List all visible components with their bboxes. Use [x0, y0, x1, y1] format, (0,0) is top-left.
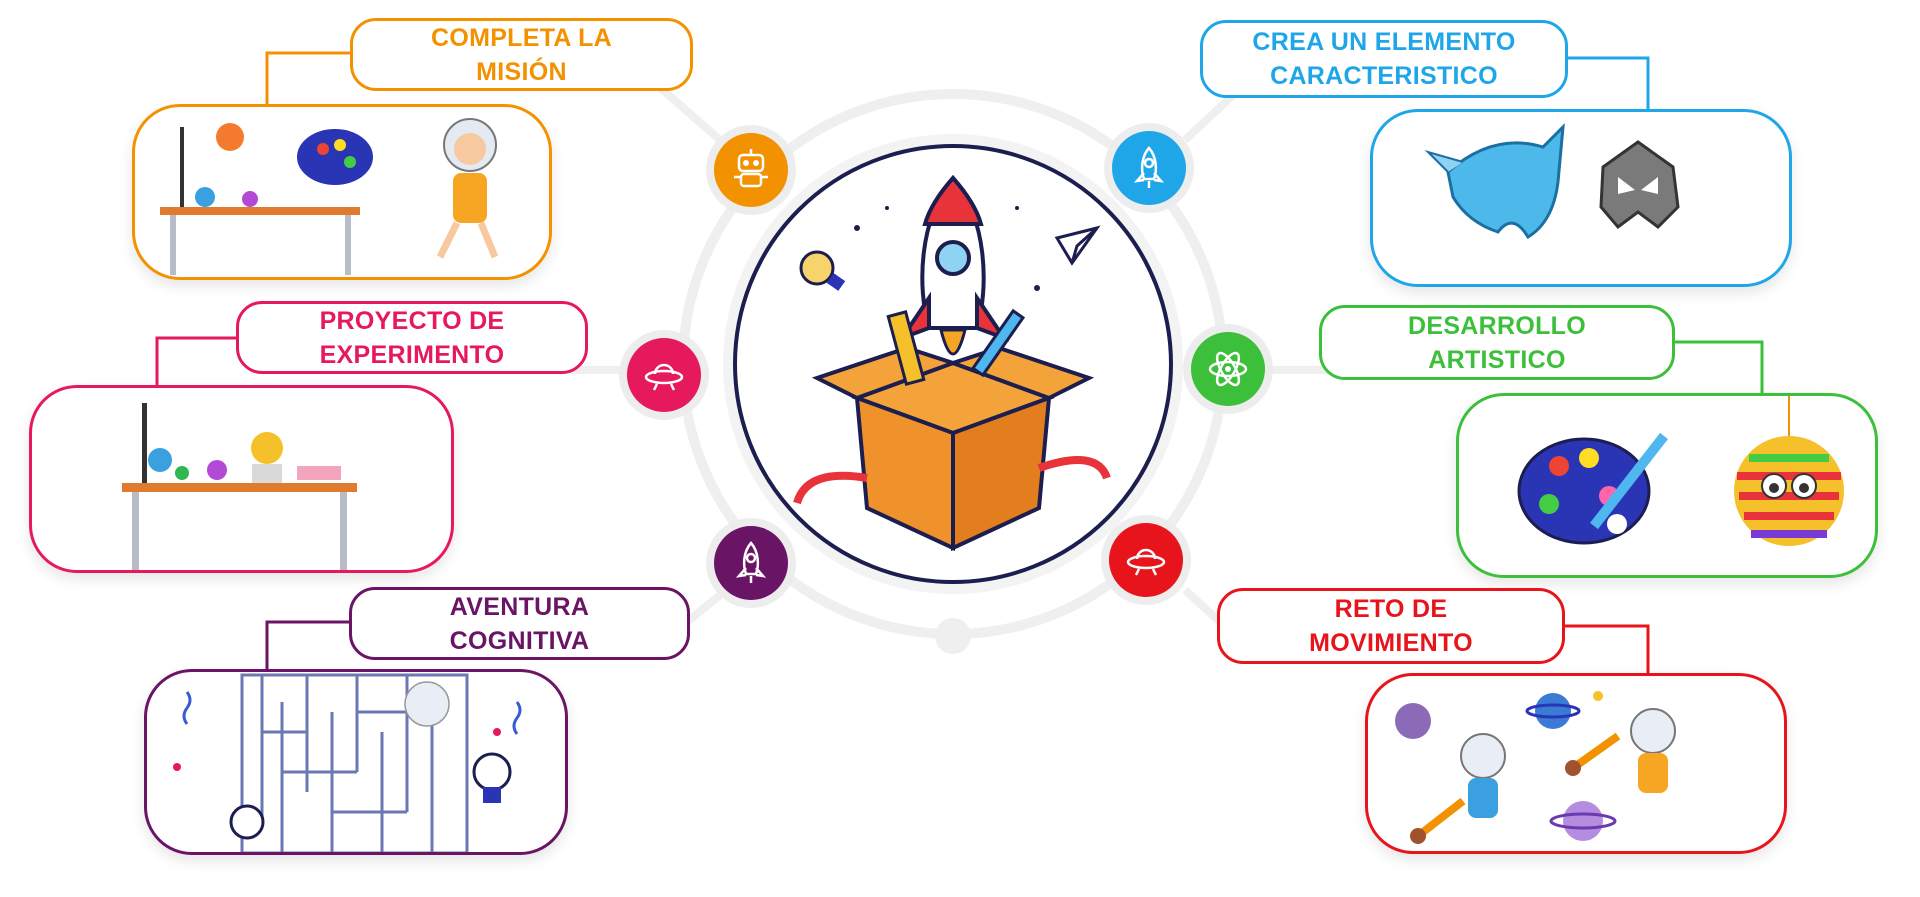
mission-title-crea: CREA UN ELEMENTO CARACTERISTICO: [1200, 20, 1568, 98]
robot-icon: [714, 133, 788, 207]
mission-card-crea: [1370, 109, 1792, 287]
central-rocket-box: [733, 144, 1173, 584]
mission-title-completa: COMPLETA LA MISIÓN: [350, 18, 693, 91]
mission-title-aventura: AVENTURA COGNITIVA: [349, 587, 690, 660]
mission-card-completa: [132, 104, 552, 280]
rocket-icon: [714, 526, 788, 600]
palette-pinata-illustration: [1517, 396, 1844, 546]
rocket-icon: [1112, 131, 1186, 205]
mission-title-proyecto: PROYECTO DE EXPERIMENTO: [236, 301, 588, 374]
ufo-icon: [1109, 523, 1183, 597]
space-illustration: [1395, 691, 1676, 844]
masks-illustration: [1424, 123, 1680, 240]
maze-illustration: [173, 673, 522, 852]
mission-card-aventura: [144, 669, 568, 855]
mission-title-desarrollo: DESARROLLO ARTISTICO: [1319, 305, 1675, 380]
mission-card-proyecto: [29, 385, 454, 573]
mission-card-reto: [1365, 673, 1787, 854]
mission-card-desarrollo: [1456, 393, 1878, 578]
rocket-box-icon: [793, 174, 1111, 552]
ufo-icon: [627, 338, 701, 412]
mission-title-reto: RETO DE MOVIMIENTO: [1217, 588, 1565, 664]
atom-icon: [1191, 332, 1265, 406]
lab-table-illustration: [122, 403, 357, 570]
lab-astronaut-illustration: [160, 118, 499, 275]
